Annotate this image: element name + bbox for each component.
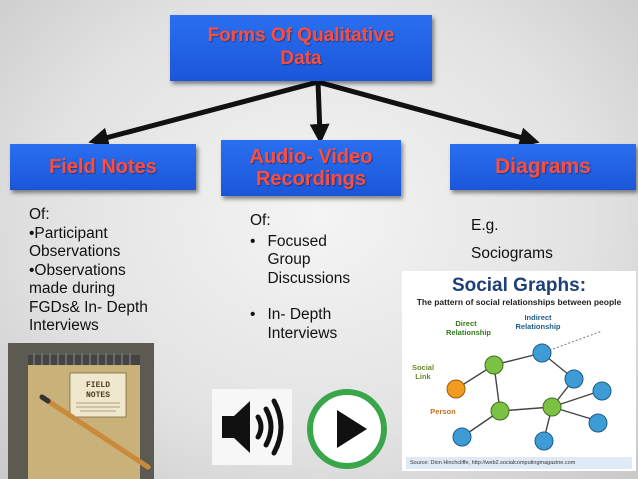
- bullet-marker: •: [250, 232, 256, 250]
- title-box: Forms Of Qualitative Data: [170, 15, 432, 81]
- diagrams-sociograms: Sociograms: [471, 244, 553, 262]
- bullet-marker: •: [250, 306, 256, 323]
- bullet-line: In- Depth: [267, 306, 332, 323]
- play-icon[interactable]: [306, 388, 388, 470]
- bullet-line: Interviews: [267, 324, 338, 342]
- speaker-icon[interactable]: [212, 389, 292, 465]
- field-notes-notepad-image: FIELD NOTES: [8, 343, 154, 479]
- person-label: Person: [430, 407, 456, 416]
- bullet-line: Discussions: [267, 269, 351, 287]
- audio-video-box: Audio- Video Recordings: [221, 140, 401, 196]
- bullet-in-depth: • In- Depth Interviews: [250, 306, 400, 343]
- audio-intro: Of:: [250, 212, 271, 229]
- audio-video-label-1: Audio- Video: [249, 146, 373, 168]
- arrow-to-field-notes: [88, 79, 319, 148]
- field-notes-label: Field Notes: [49, 155, 157, 178]
- field-notes-line: Of:: [29, 206, 50, 223]
- field-notes-line: Interviews: [29, 317, 99, 334]
- field-notes-line: FGDs& In- Depth: [29, 298, 148, 316]
- social-graph-subtitle: The pattern of social relationships betw…: [416, 297, 622, 307]
- arrow-to-diagrams: [317, 79, 540, 148]
- bullet-line: Group: [267, 251, 311, 268]
- title-line-1: Forms Of Qualitative: [207, 25, 395, 47]
- field-notes-line: Observations: [29, 243, 121, 260]
- social-graph-image: Social Graphs: The pattern of social rel…: [402, 271, 636, 471]
- bullet-focused-group: • Focused Group Discussions: [250, 233, 400, 289]
- social-graph-source: Source: Dion Hinchcliffe, http://web2.so…: [406, 457, 632, 469]
- social-graph-title: Social Graphs:: [451, 275, 587, 296]
- bullet-line: Focused: [267, 232, 327, 250]
- notepad-text-notes: NOTES: [86, 391, 110, 400]
- field-notes-line: •Observations: [29, 261, 126, 279]
- arrow-to-audio-video: [309, 81, 330, 144]
- diagrams-label: Diagrams: [495, 155, 591, 178]
- audio-video-description: Of: • Focused Group Discussions • In- De…: [250, 212, 400, 343]
- title-line-2: Data: [280, 48, 322, 69]
- field-notes-line: •Participant: [29, 224, 108, 242]
- field-notes-box: Field Notes: [10, 144, 196, 190]
- diagrams-box: Diagrams: [450, 144, 636, 190]
- audio-video-label-2: Recordings: [255, 168, 367, 190]
- diagrams-description: E.g. Sociograms: [471, 217, 621, 263]
- field-notes-description: Of: •Participant Observations •Observati…: [29, 206, 174, 336]
- field-notes-line: made during: [29, 280, 116, 297]
- diagrams-eg: E.g.: [471, 217, 499, 234]
- notepad-text-field: FIELD: [86, 381, 110, 390]
